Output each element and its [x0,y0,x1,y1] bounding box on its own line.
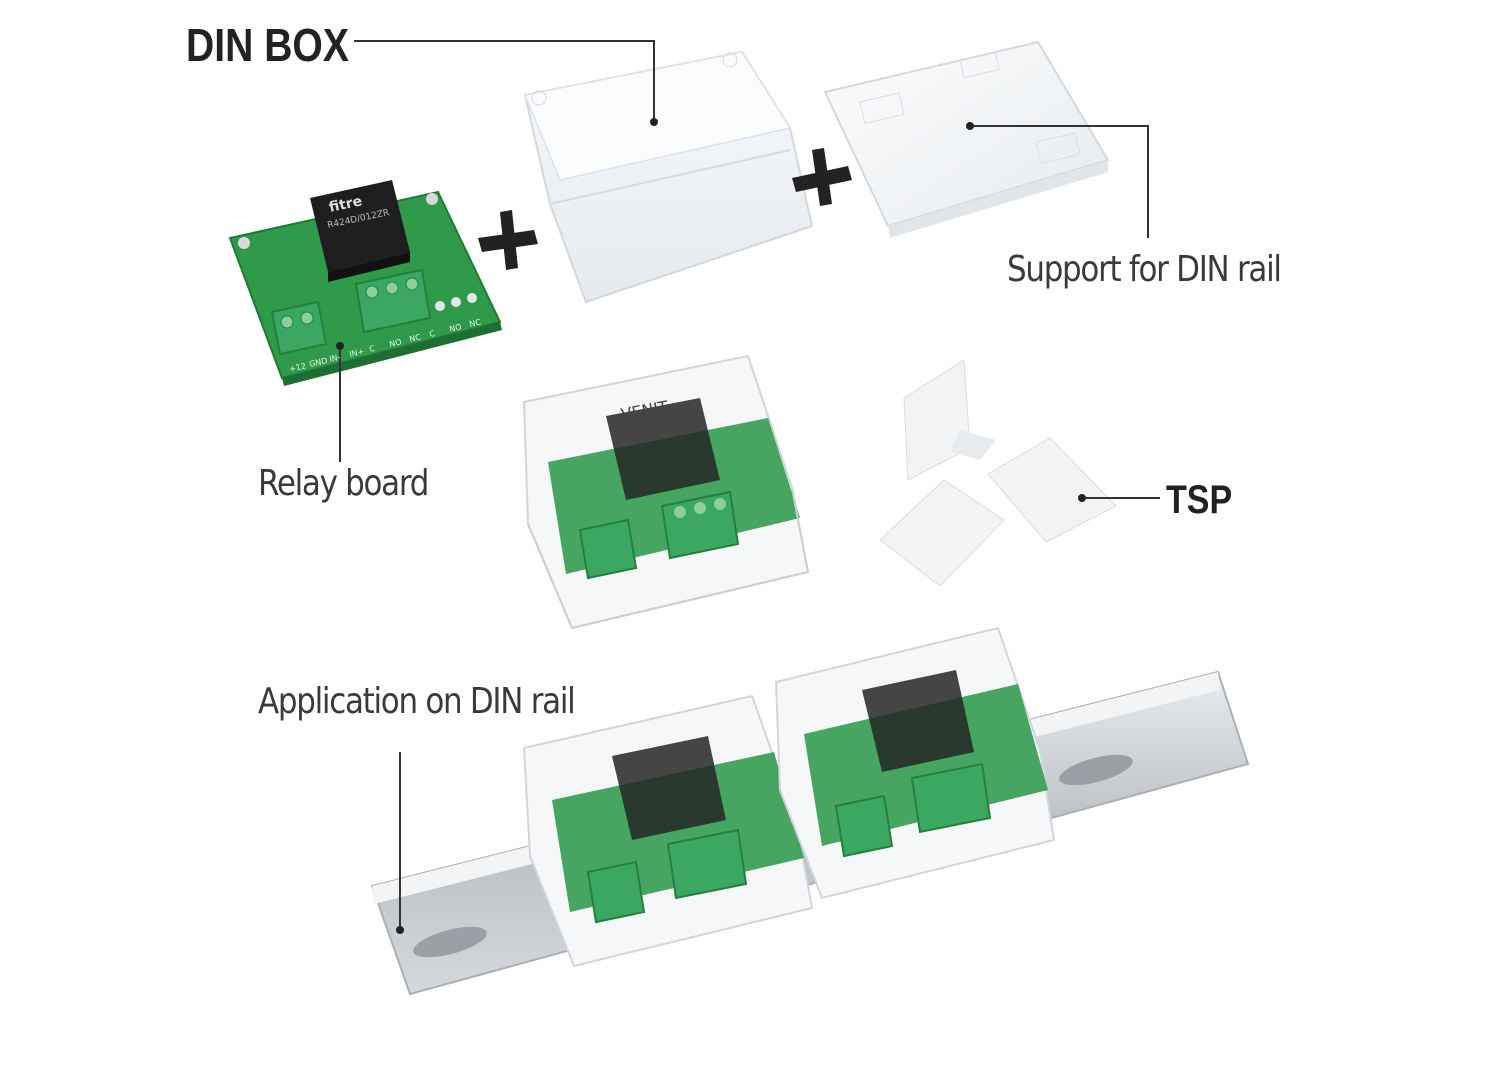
terminal-block-right [354,268,432,334]
terminal-label: NO [388,337,402,349]
leader-support-dot [966,122,974,130]
application-box-1 [522,694,814,968]
relay-board-label: Relay board [258,463,429,504]
relay-brand-text: fitre [328,193,364,216]
application-box-2 [774,626,1056,900]
terminal-label: IN- [328,353,341,364]
leader-din-box-dot [650,118,658,126]
din-case-image [523,50,814,304]
tsp-label: TSP [1166,478,1233,522]
support-din-rail-image [823,40,1110,238]
leader-application-dot [396,926,404,934]
leader-din-box [354,40,655,122]
relay-component: fitre R424D/012ZR [310,180,410,282]
terminal-label: GND [308,356,328,369]
terminal-label: NC [408,332,422,343]
terminal-label: C [428,329,436,339]
support-label: Support for DIN rail [1007,249,1282,290]
relay-board-image: fitre R424D/012ZR [228,180,502,386]
leader-lines [336,40,1160,934]
terminal-block-left [270,300,328,356]
plus-sign-1 [478,210,538,270]
application-label: Application on DIN rail [258,681,576,722]
terminal-label: NO [448,322,462,334]
leader-relay-board-dot [336,342,344,350]
plus-sign-2 [792,148,852,206]
terminal-label: +12 [288,361,306,374]
assembled-box-image: VENIT [522,354,810,630]
leader-tsp-dot [1078,494,1086,502]
leader-support [970,125,1149,238]
terminal-label: C [368,344,376,354]
terminal-label: NC [468,317,482,328]
terminal-label: IN+ [348,347,365,359]
tsp-clips-image [879,359,1117,587]
din-box-label: DIN BOX [186,19,349,71]
